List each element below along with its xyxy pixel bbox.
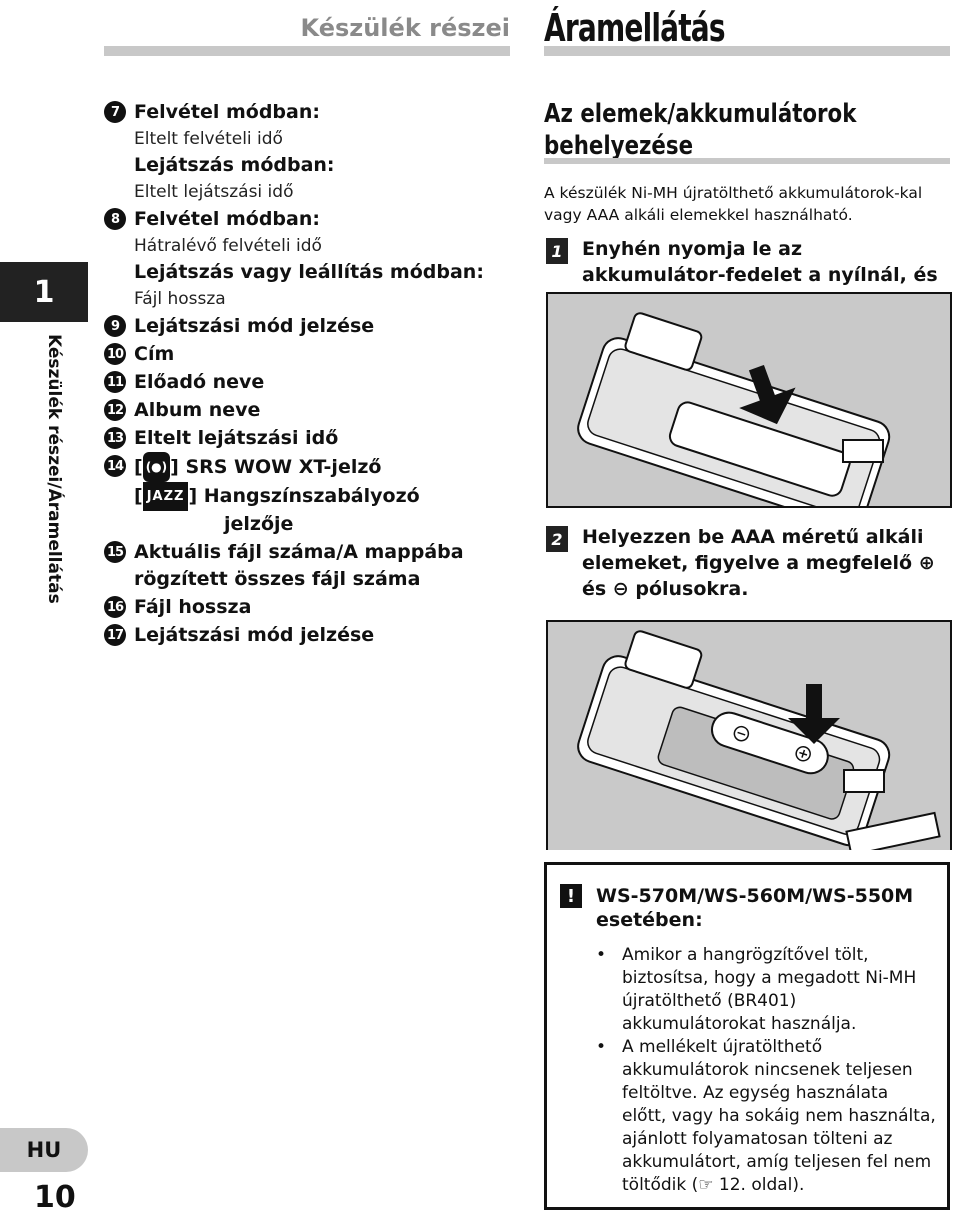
list-item: 16 Fájl hossza <box>104 593 524 621</box>
item-number: 17 <box>104 624 126 646</box>
step-2: 2 Helyezzen be AAA méretű alkáli elemeke… <box>546 524 952 602</box>
list-item: 7 Felvétel módban: <box>104 98 524 126</box>
step-number: 1 <box>546 238 568 264</box>
item-number: 9 <box>104 315 126 337</box>
item-number: 13 <box>104 427 126 449</box>
item-number: 10 <box>104 343 126 365</box>
list-item: 15 Aktuális fájl száma/A mappába <box>104 538 524 566</box>
equalizer-icon: JAZZ <box>142 482 189 511</box>
item-title: Album neve <box>134 399 261 421</box>
battery-cover-illustration <box>546 292 952 508</box>
item-subtitle: Lejátszás módban: <box>134 154 335 176</box>
item-subtitle: Lejátszás vagy leállítás módban: <box>134 261 484 283</box>
item-subtext: Hátralévő felvételi idő <box>134 236 322 256</box>
step-text: Helyezzen be AAA méretű alkáli elemeket,… <box>582 526 935 600</box>
eq-label-cont: jelzője <box>224 513 294 535</box>
note-title: WS-570M/WS-560M/WS-550M esetében: <box>596 885 914 931</box>
item-title: Lejátszási mód jelzése <box>134 624 375 646</box>
list-item: • Amikor a hangrögzítővel tölt, biztosít… <box>596 944 936 1036</box>
language-tab: HU <box>0 1128 88 1172</box>
item-number: 15 <box>104 541 126 563</box>
item-number: 12 <box>104 399 126 421</box>
display-legend-list: 7 Felvétel módban: Eltelt felvételi idő … <box>104 98 524 649</box>
item-title: Felvétel módban: <box>134 208 320 230</box>
item-title-cont: rögzített összes fájl száma <box>134 568 421 590</box>
header-left-bar <box>104 46 510 56</box>
item-subtext: Eltelt lejátszási idő <box>134 182 294 202</box>
section-title-bar <box>544 158 950 164</box>
header-right-bar <box>544 46 950 56</box>
side-chapter-title: Készülék részei/Áramellátás <box>44 334 64 604</box>
item-title: Fájl hossza <box>134 596 252 618</box>
item-title: Aktuális fájl száma/A mappába <box>134 541 464 563</box>
item-subtext: Fájl hossza <box>134 289 226 309</box>
srs-wow-icon: (●) <box>142 452 171 482</box>
list-item: • A mellékelt újratölthető akkumulátorok… <box>596 1037 936 1195</box>
bullet-text: Amikor a hangrögzítővel tölt, biztosítsa… <box>622 945 917 1034</box>
item-title: Felvétel módban: <box>134 101 320 123</box>
note-bullets: • Amikor a hangrögzítővel tölt, biztosít… <box>596 944 936 1197</box>
chapter-tab: 1 <box>0 262 88 322</box>
list-item: 9 Lejátszási mód jelzése <box>104 312 524 340</box>
item-title: Lejátszási mód jelzése <box>134 315 375 337</box>
header-left-title: Készülék részei <box>300 14 510 42</box>
item-number: 7 <box>104 101 126 123</box>
item-number: 11 <box>104 371 126 393</box>
list-item: 10 Cím <box>104 340 524 368</box>
list-item: 11 Előadó neve <box>104 368 524 396</box>
bullet-text: A mellékelt újratölthető akkumulátorok n… <box>622 1037 936 1195</box>
item-title: Eltelt lejátszási idő <box>134 427 339 449</box>
list-item: 13 Eltelt lejátszási idő <box>104 424 524 452</box>
srs-label: ] SRS WOW XT-jelző <box>170 456 382 478</box>
list-item: 14 [(●)] SRS WOW XT-jelző <box>104 452 524 482</box>
warning-icon: ! <box>560 884 582 908</box>
section-title: Az elemek/akkumulátorok behelyezése <box>544 99 857 161</box>
list-item: 12 Album neve <box>104 396 524 424</box>
eq-label: ] Hangszínszabályozó <box>188 485 420 507</box>
note-box <box>544 862 950 1210</box>
page-number: 10 <box>34 1180 76 1215</box>
item-number: 14 <box>104 455 126 477</box>
recorder-battery-image <box>548 622 950 850</box>
item-title: Cím <box>134 343 175 365</box>
item-title: Előadó neve <box>134 371 265 393</box>
header-right-title: Áramellátás <box>544 6 726 50</box>
step-number: 2 <box>546 526 568 552</box>
list-item: 8 Felvétel módban: <box>104 205 524 233</box>
item-subtext: Eltelt felvételi idő <box>134 129 283 149</box>
recorder-slide-cover-image <box>548 294 950 506</box>
item-number: 16 <box>104 596 126 618</box>
section-intro: A készülék Ni-MH újratölthető akkumuláto… <box>544 184 923 224</box>
item-number: 8 <box>104 208 126 230</box>
battery-insert-illustration <box>546 620 952 850</box>
list-item: 17 Lejátszási mód jelzése <box>104 621 524 649</box>
